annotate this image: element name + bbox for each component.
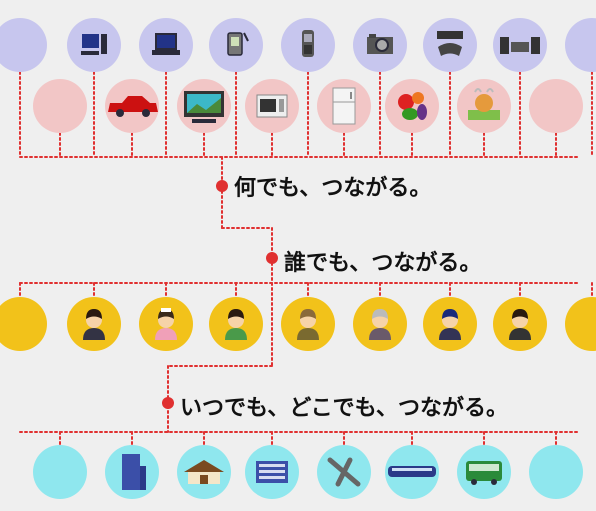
boy-circle [423, 297, 477, 351]
game-console-circle [423, 18, 477, 72]
caption-anytime: いつでも、どこでも、つながる。 [180, 396, 509, 421]
woman-circle [209, 297, 263, 351]
partial-circle [0, 297, 47, 351]
girl-circle [493, 297, 547, 351]
camera-circle [353, 18, 407, 72]
dot-things [216, 180, 228, 192]
nurse-icon [155, 308, 177, 340]
airplane-icon [327, 457, 361, 487]
refrigerator-circle [317, 79, 371, 133]
car-circle [105, 79, 159, 133]
microwave-circle [245, 79, 299, 133]
car-icon [108, 96, 158, 117]
camera-icon [367, 34, 393, 54]
audio-system-icon [500, 37, 540, 54]
empty-circle [33, 445, 87, 499]
laptop-circle [139, 18, 193, 72]
bus-icon [466, 461, 502, 485]
microwave-icon [256, 94, 288, 118]
store-circle [245, 445, 299, 499]
house-circle [177, 445, 231, 499]
train-icon [388, 466, 436, 477]
elder-woman-icon [369, 309, 391, 340]
man-icon [83, 309, 105, 340]
appliances-row [33, 79, 583, 133]
elder-man-circle [281, 297, 335, 351]
dot-people [266, 252, 278, 264]
pda-circle [209, 18, 263, 72]
pet-circle [457, 79, 511, 133]
elder-woman-circle [353, 297, 407, 351]
empty-circle [529, 445, 583, 499]
empty-circle [33, 79, 87, 133]
man-circle [67, 297, 121, 351]
caption-people: 誰でも、つながる。 [284, 251, 482, 276]
mobile-phone-circle [281, 18, 335, 72]
vegetables-circle [385, 79, 439, 133]
television-circle [177, 79, 231, 133]
store-icon [256, 461, 288, 483]
woman-icon [225, 309, 247, 340]
devices-row [0, 18, 596, 72]
caption-things: 何でも、つながる。 [234, 176, 432, 201]
office-building-circle [105, 445, 159, 499]
train-circle [385, 445, 439, 499]
office-building-icon [122, 454, 146, 490]
partial-circle [0, 18, 47, 72]
empty-circle [529, 79, 583, 133]
laptop-icon [152, 33, 180, 55]
television-icon [184, 91, 224, 123]
bus-circle [457, 445, 511, 499]
partial-circle [565, 18, 596, 72]
connector-lines [19, 71, 593, 446]
boy-icon [439, 309, 461, 340]
elder-man-icon [297, 309, 319, 340]
pda-icon [227, 32, 249, 56]
airplane-circle [317, 445, 371, 499]
desktop-computer-circle [67, 18, 121, 72]
refrigerator-icon [332, 87, 356, 125]
people-row [0, 297, 596, 351]
house-icon [184, 460, 224, 484]
desktop-computer-icon [81, 34, 107, 55]
vegetables-icon [398, 92, 427, 120]
dot-anytime [162, 397, 174, 409]
audio-system-circle [493, 18, 547, 72]
mobile-phone-icon [302, 30, 314, 57]
caption-dots [162, 180, 278, 409]
nurse-circle [139, 297, 193, 351]
pet-icon [468, 88, 500, 120]
game-console-icon [437, 31, 463, 56]
places-row [33, 445, 583, 499]
girl-icon [509, 309, 531, 340]
partial-circle [565, 297, 596, 351]
